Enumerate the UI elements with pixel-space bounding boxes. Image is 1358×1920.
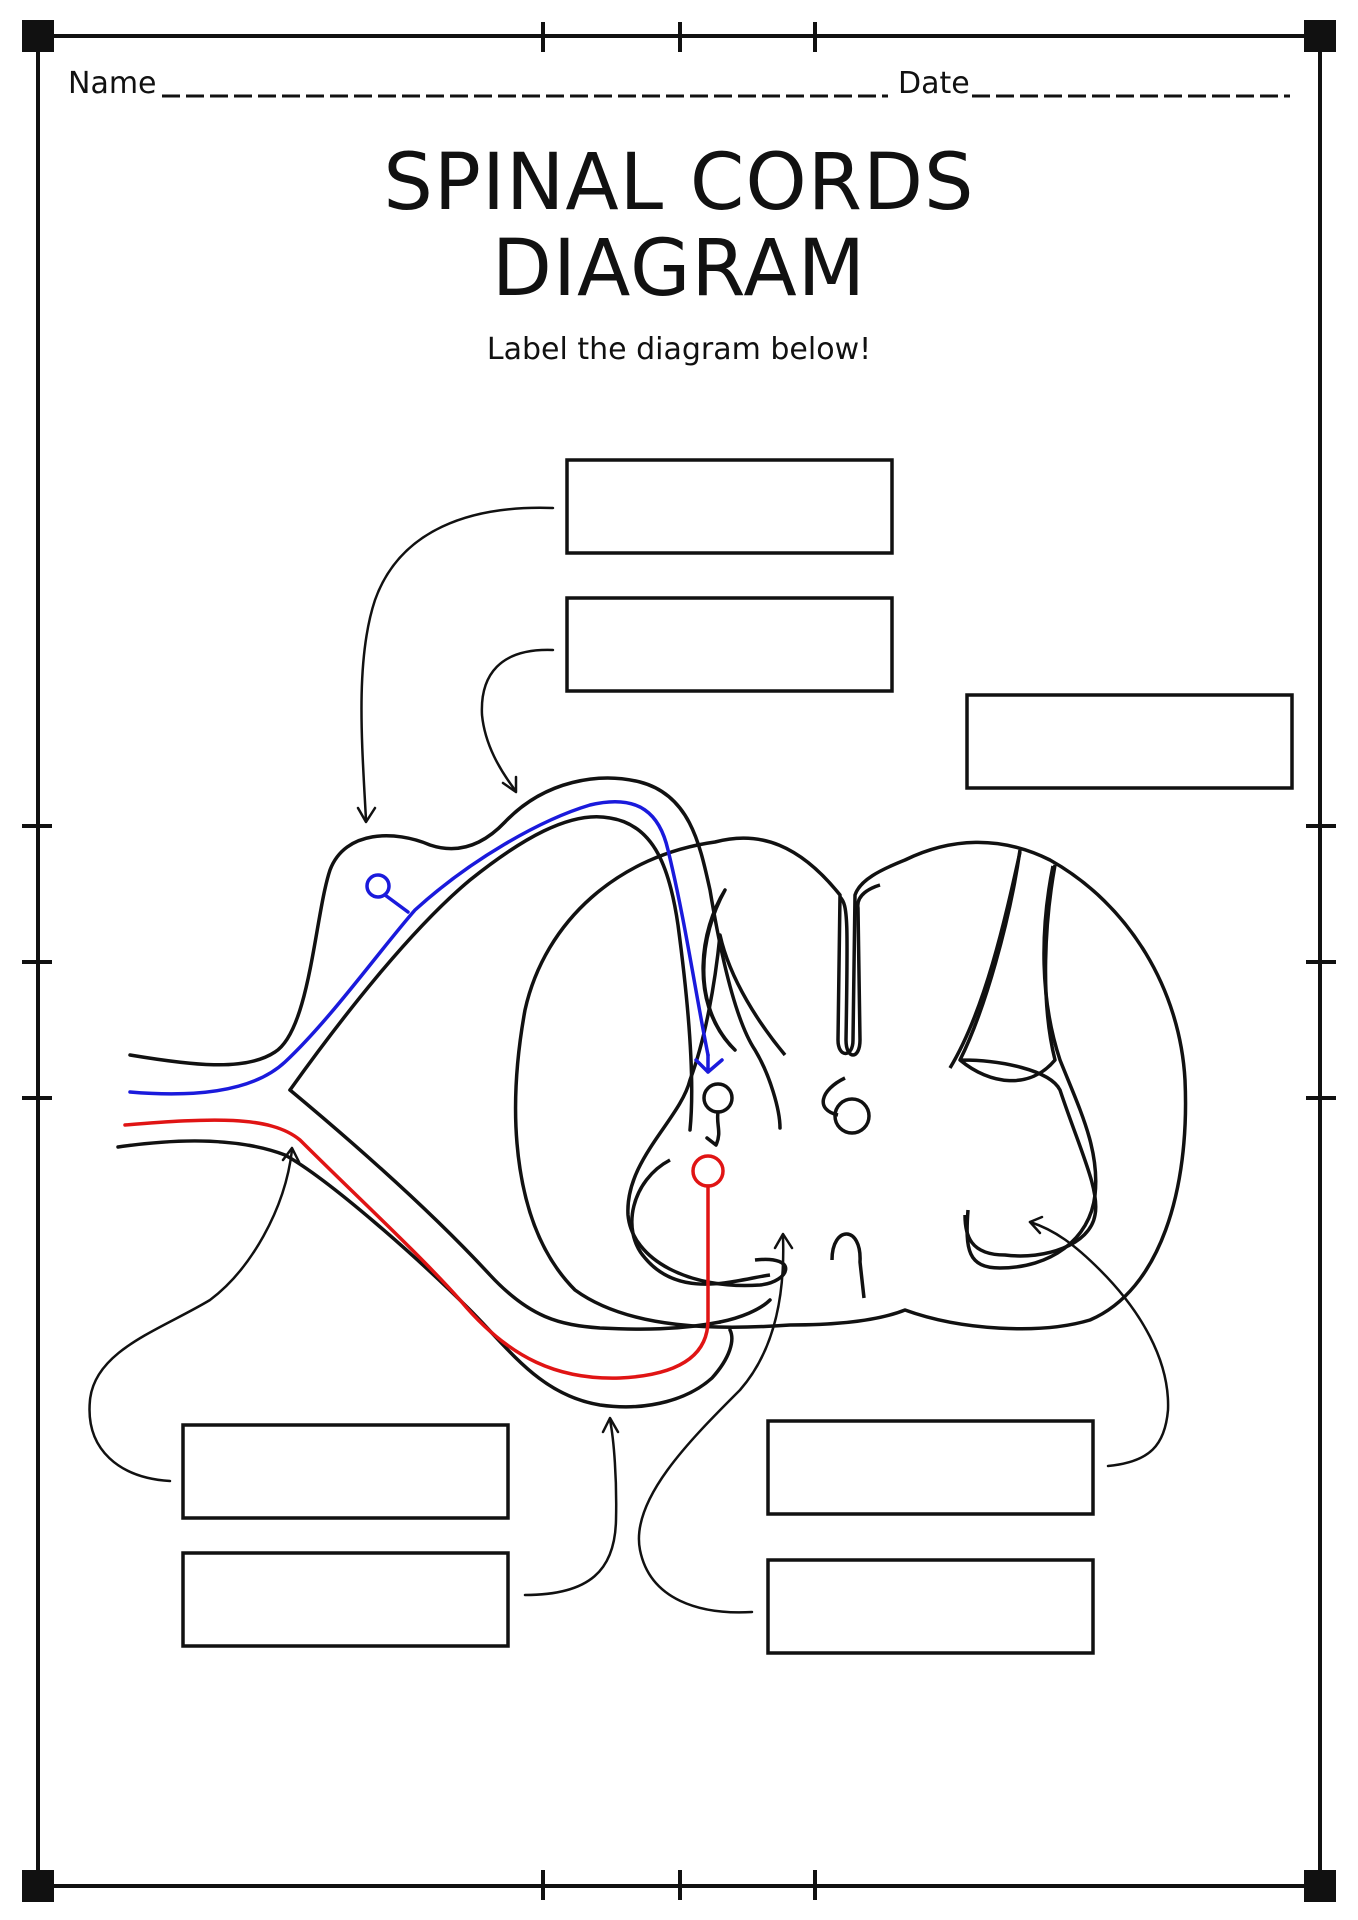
- label-boxes: [181, 458, 1294, 1655]
- arrow-bottom-right-1: [1028, 1220, 1170, 1468]
- arrow-top-2: [480, 648, 555, 792]
- sensory-axon: [128, 799, 710, 1096]
- label-box-top-1[interactable]: [565, 458, 894, 555]
- page-subtitle: Label the diagram below!: [486, 332, 872, 367]
- page-title-line-2: DIAGRAM: [491, 224, 867, 314]
- label-box-bottom-right-2[interactable]: [766, 1558, 1095, 1655]
- right-dorsal-horn: [948, 851, 1022, 1069]
- gray-matter-outline: [626, 849, 1098, 1288]
- page-title-line-1: SPINAL CORDS: [383, 138, 975, 228]
- sensory-neuron: [128, 799, 724, 1096]
- spinal-cord-cross-section: [513, 836, 1188, 1331]
- arrow-bottom-left-2: [523, 1418, 618, 1597]
- arrow-bottom-left-1: [88, 1148, 294, 1483]
- sensory-cell-body: [365, 873, 391, 899]
- spinal-nerve: [116, 776, 782, 1409]
- motor-axon: [123, 1118, 710, 1380]
- nerve-inner-top: [288, 815, 694, 1132]
- nerve-outer-bottom: [116, 1139, 734, 1409]
- interneuron: [702, 1082, 734, 1147]
- sensory-terminal: [694, 1053, 724, 1074]
- motor-cell-body: [691, 1154, 725, 1188]
- gray-matter: [701, 888, 737, 1052]
- right-ventral-horn: [965, 1194, 1097, 1270]
- spinal-cord-outline: [513, 836, 1188, 1331]
- name-label: Name: [68, 66, 157, 101]
- anterior-median-fissure: [830, 1232, 866, 1299]
- arrow-top-1: [360, 506, 555, 822]
- interneuron-cell-body: [702, 1082, 734, 1114]
- spinal-cord-detail: [630, 851, 1098, 1299]
- date-label: Date: [898, 66, 970, 101]
- motor-neuron: [123, 1118, 725, 1380]
- nerve-outer-top: [128, 776, 782, 1130]
- label-box-bottom-left-1[interactable]: [181, 1423, 510, 1520]
- leader-arrows: [88, 506, 1170, 1614]
- arrow-bottom-right-2: [637, 1235, 785, 1614]
- left-ventral-horn: [630, 1158, 771, 1286]
- label-box-bottom-right-1[interactable]: [766, 1419, 1095, 1516]
- label-box-top-2[interactable]: [565, 596, 894, 693]
- nerve-inner-bottom: [288, 1088, 722, 1331]
- page-border: [22, 22, 1336, 1900]
- central-canal: [833, 1097, 871, 1135]
- label-box-right-top[interactable]: [965, 693, 1294, 790]
- label-box-bottom-left-2[interactable]: [181, 1551, 510, 1648]
- page-title: SPINAL CORDS DIAGRAM: [0, 140, 1358, 312]
- corner-squares: [22, 20, 1336, 1902]
- posterior-median-sulcus: [838, 883, 881, 1057]
